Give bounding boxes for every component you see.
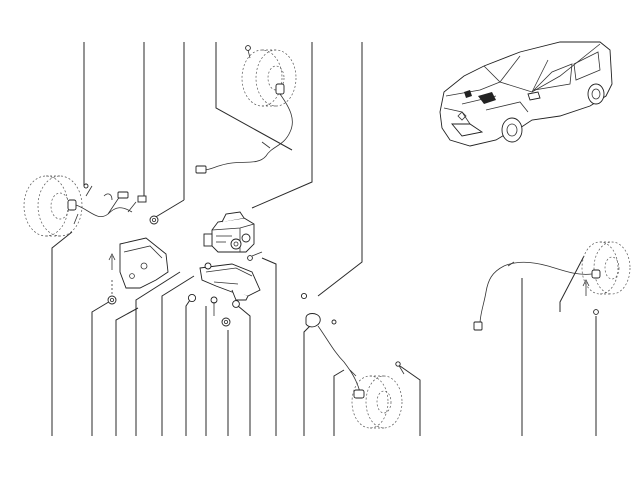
rear-right-abs-sensor-harness (473, 261, 601, 331)
abs-modulator-unit (203, 211, 255, 253)
callout-line-12 (185, 299, 191, 436)
callout-line-11 (161, 275, 195, 436)
callout-line-18 (333, 369, 345, 436)
callout-line-7 (51, 231, 73, 436)
rear-right-wheel-hub (581, 241, 631, 295)
callout-leaders (51, 42, 597, 436)
front-left-abs-sensor (67, 183, 159, 225)
rear-left-wheel-hub (351, 375, 403, 429)
callout-line-8 (91, 299, 113, 436)
vehicle-locator-car (439, 41, 613, 147)
front-right-wheel-hub (241, 49, 297, 107)
callout-line-4 (215, 42, 293, 151)
callout-line-10 (135, 271, 181, 436)
rear-left-abs-sensor (300, 292, 405, 399)
callout-line-19 (399, 365, 421, 436)
callout-line-6 (317, 42, 363, 297)
callout-line-15 (237, 305, 251, 436)
hydraulic-unit-support-bracket (187, 251, 263, 327)
callout-line-9 (115, 307, 139, 436)
callout-line-17 (303, 321, 315, 436)
callout-line-22 (559, 255, 585, 312)
front-right-abs-sensor-harness (195, 45, 293, 174)
callout-line-3b (153, 199, 185, 219)
callout-line-16 (261, 257, 277, 436)
callout-line-5 (251, 42, 313, 209)
abs-mounting-bracket (107, 237, 169, 305)
